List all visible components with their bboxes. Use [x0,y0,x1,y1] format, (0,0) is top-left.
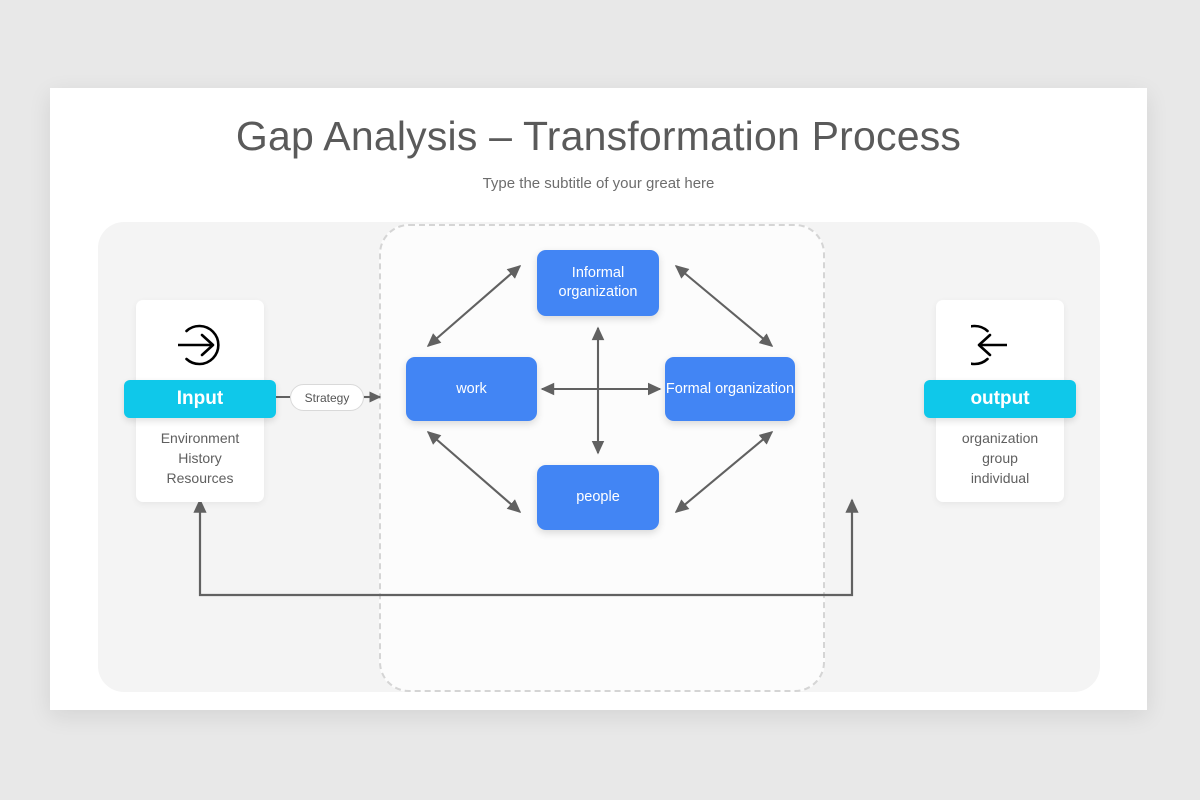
strategy-pill-label: Strategy [304,391,350,405]
arrow-out-of-circle-icon [936,314,1064,376]
input-banner-label: Input [176,388,224,409]
node-informal-organization-label: Informal organization [558,265,638,300]
page-subtitle: Type the subtitle of your great here [482,175,715,192]
node-formal-organization[interactable]: Formal organization [665,357,795,421]
output-card[interactable]: output organization group individual [924,300,1076,502]
arrow-into-circle-icon [136,314,264,376]
output-banner-label: output [970,388,1030,409]
page-title: Gap Analysis – Transformation Process [235,113,962,159]
output-item-list: organization group individual [936,428,1064,488]
node-work-label: work [456,380,487,397]
node-work[interactable]: work [406,357,537,421]
node-people[interactable]: people [537,465,659,530]
input-item: Environment [160,430,240,446]
output-item: group [982,450,1018,466]
slide-canvas: Gap Analysis – Transformation Process Ty… [50,88,1147,710]
output-banner: output [924,380,1076,418]
node-informal-organization[interactable]: Informal organization [537,250,659,316]
input-banner: Input [124,380,276,418]
node-formal-organization-label: Formal organization [665,380,795,397]
output-item: individual [970,470,1030,486]
node-people-label: people [576,489,620,505]
input-item: Resources [166,470,234,486]
input-card[interactable]: Input Environment History Resources [124,300,276,502]
strategy-pill[interactable]: Strategy [290,384,364,411]
input-item-list: Environment History Resources [136,428,264,488]
output-item: organization [961,430,1039,446]
input-item: History [178,450,222,466]
